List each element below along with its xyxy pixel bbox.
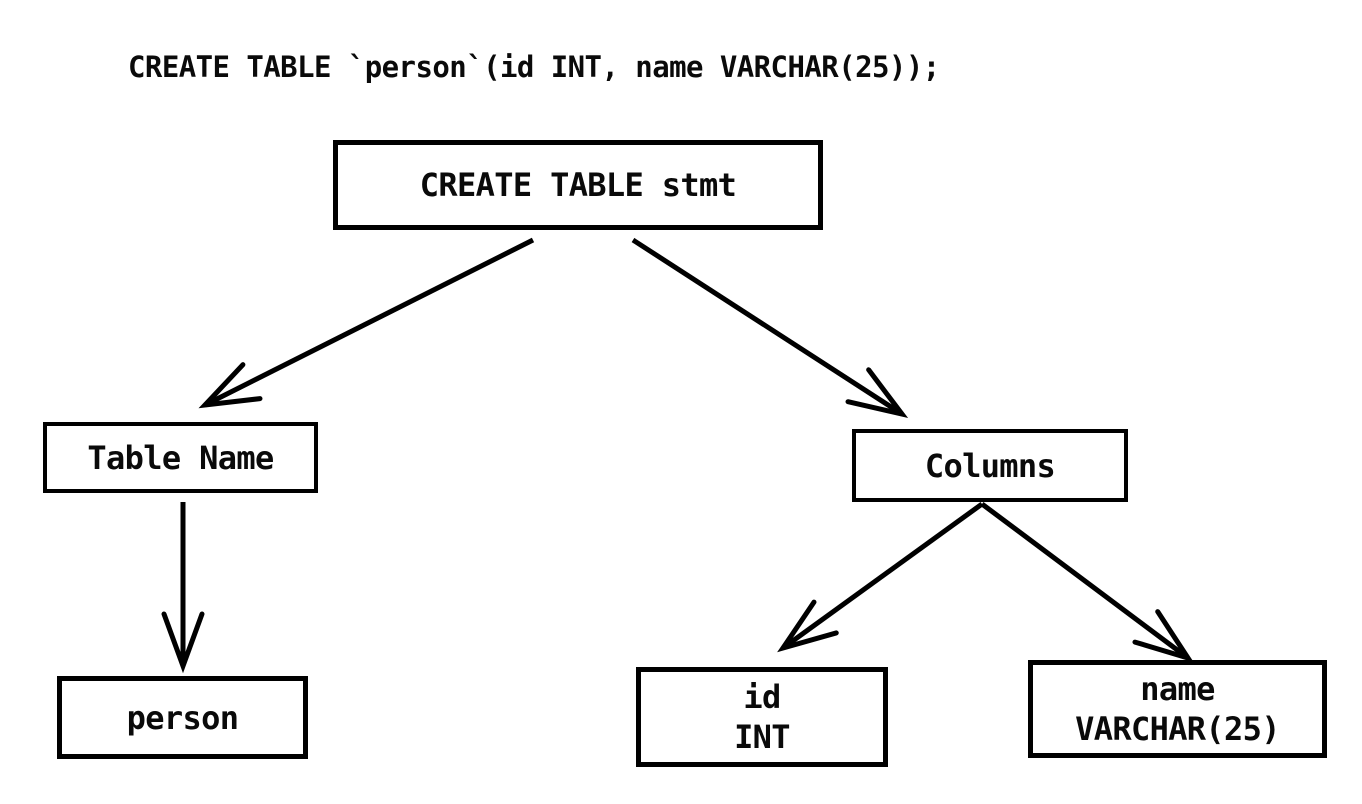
node-id-column-name-label: id <box>743 678 781 716</box>
edge-stmt-to-table-name-arrow <box>198 237 535 409</box>
edge-stmt-to-columns-arrow <box>631 237 909 418</box>
edge-columns-to-id-arrow <box>777 501 984 653</box>
node-id-column-type-label: INT <box>734 718 791 756</box>
node-table-name-label: Table Name <box>87 438 274 477</box>
node-name-column-name-label: name <box>1140 670 1215 708</box>
node-name-column: name VARCHAR(25) <box>1028 660 1327 758</box>
sql-statement-text: CREATE TABLE `person`(id INT, name VARCH… <box>128 50 940 84</box>
edge-columns-to-name-arrow <box>980 501 1194 663</box>
node-id-column: id INT <box>636 667 888 767</box>
node-columns: Columns <box>852 429 1128 502</box>
node-table-name: Table Name <box>43 422 318 493</box>
node-create-table-stmt-label: CREATE TABLE stmt <box>419 166 737 204</box>
node-person: person <box>57 676 308 759</box>
node-columns-label: Columns <box>924 446 1056 485</box>
node-create-table-stmt: CREATE TABLE stmt <box>333 140 823 230</box>
node-name-column-type-label: VARCHAR(25) <box>1075 710 1280 748</box>
node-person-label: person <box>126 698 239 737</box>
